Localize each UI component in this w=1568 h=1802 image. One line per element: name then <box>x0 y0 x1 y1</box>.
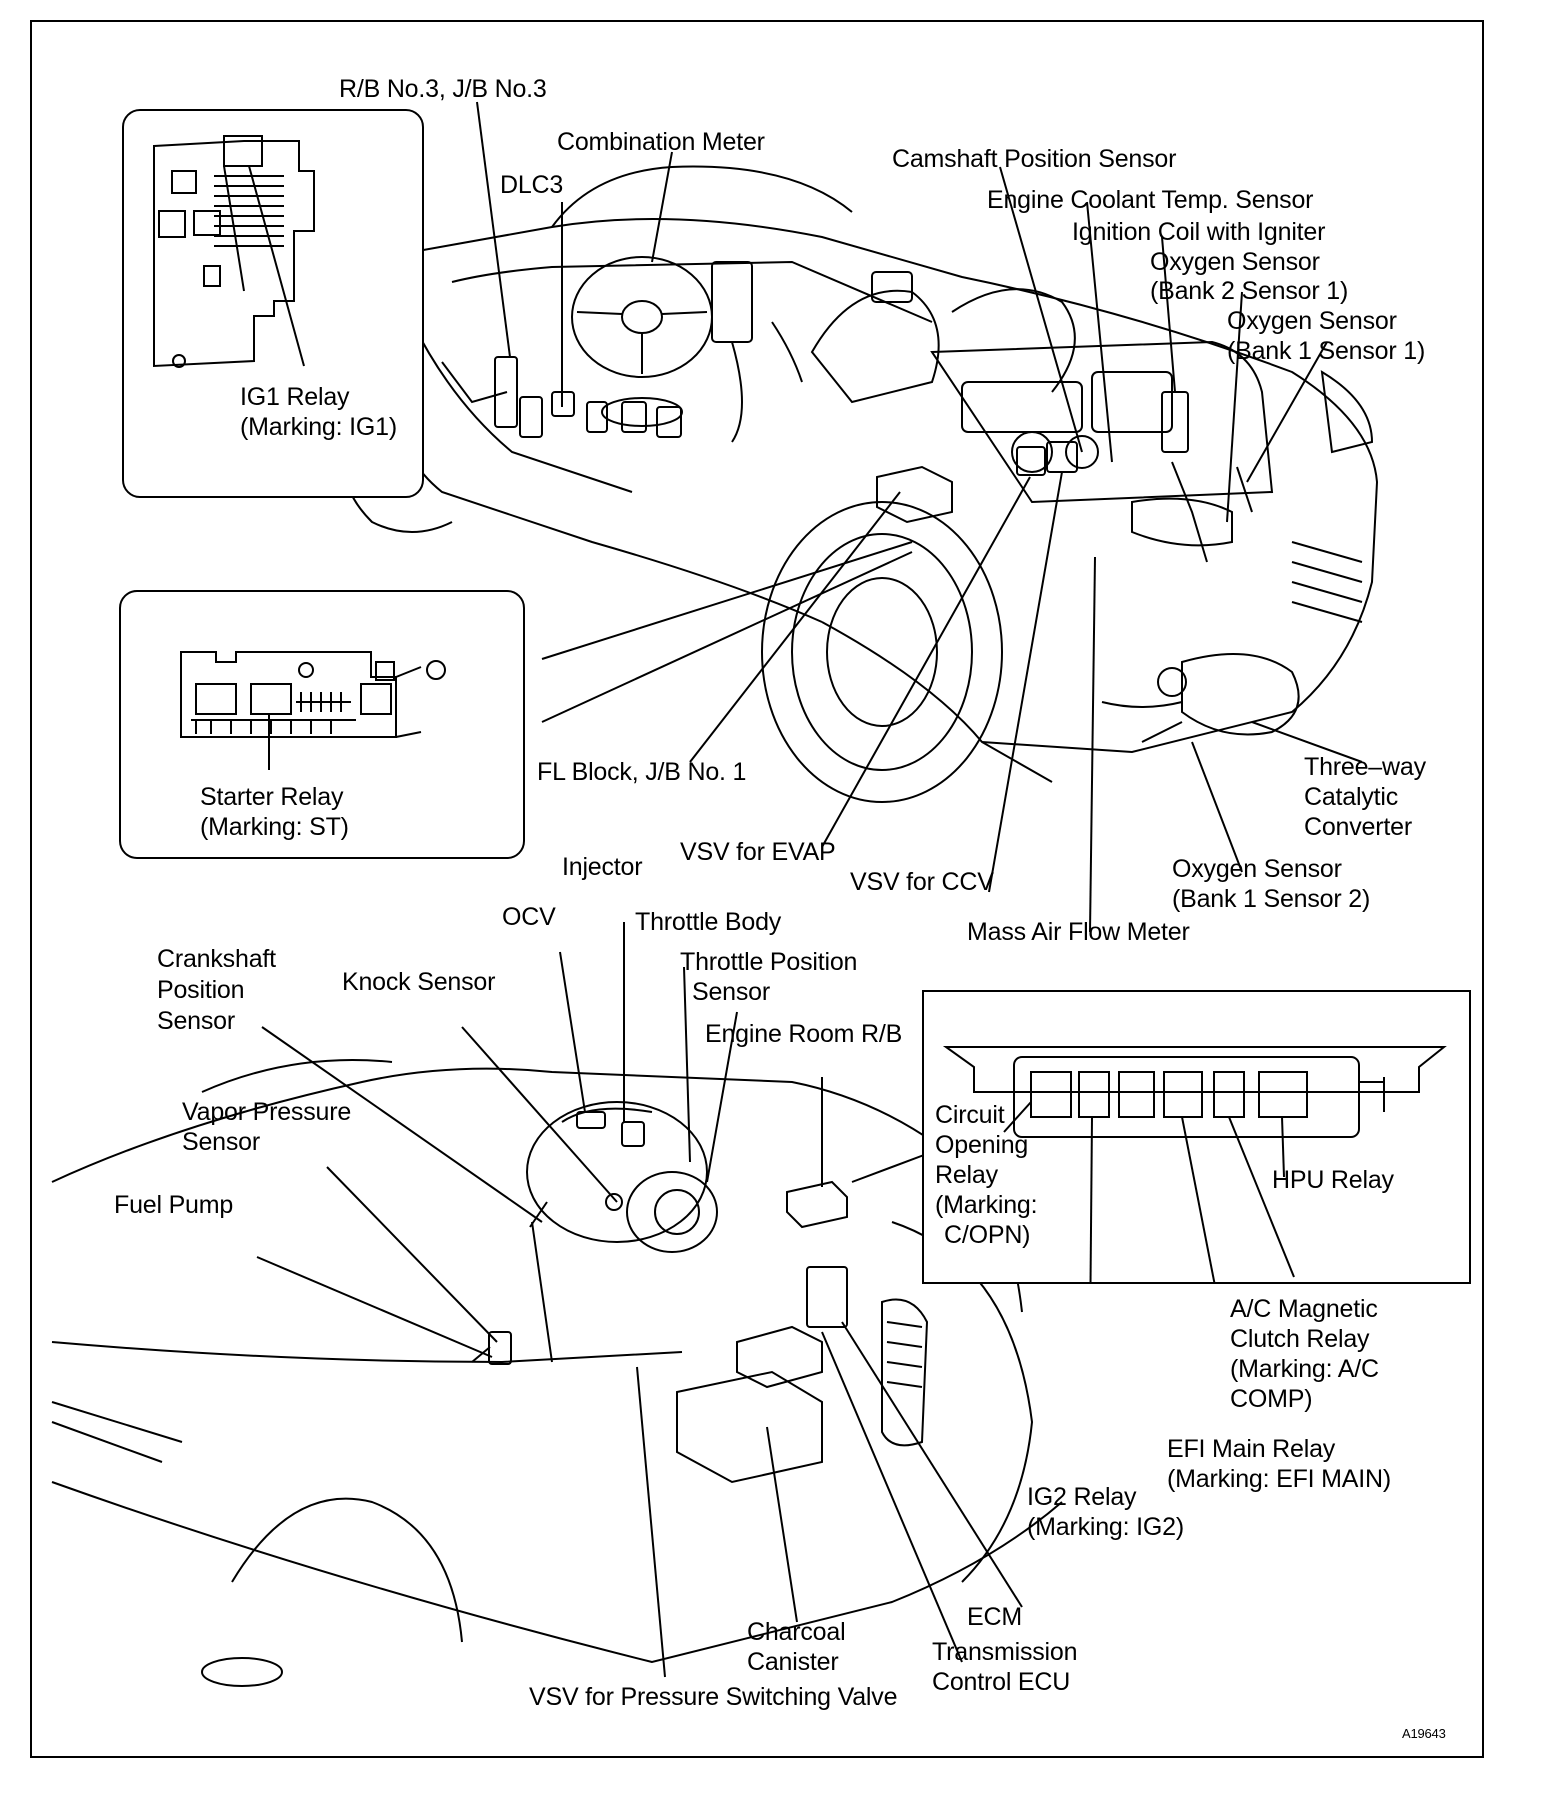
label-oxygen-b1s1-line1: Oxygen Sensor <box>1227 307 1397 335</box>
label-dlc3: DLC3 <box>500 171 564 199</box>
label-throttle-body: Throttle Body <box>635 908 782 936</box>
label-oxygen-b1s2-line1: Oxygen Sensor <box>1172 855 1342 883</box>
rb3-inset <box>122 109 424 498</box>
label-circuit-opening-line1: Circuit <box>935 1101 1005 1129</box>
component-location-diagram: R/B No.3, J/B No.3 Combination Meter DLC… <box>30 20 1484 1758</box>
label-camshaft-position-sensor: Camshaft Position Sensor <box>892 145 1177 173</box>
fl-block-inset-drawing <box>180 651 446 770</box>
label-crankshaft-line2: Position <box>157 976 245 1004</box>
label-hpu-relay: HPU Relay <box>1272 1166 1394 1194</box>
label-crankshaft-line1: Crankshaft <box>157 945 276 973</box>
label-engine-coolant-temp-sensor: Engine Coolant Temp. Sensor <box>987 186 1314 214</box>
label-starter-relay-line1: Starter Relay <box>200 783 344 811</box>
fl-block-inset <box>119 590 525 859</box>
label-vsv-ccv: VSV for CCV <box>850 868 994 896</box>
label-ig2-relay-line1: IG2 Relay <box>1027 1483 1137 1511</box>
label-three-way-line1: Three–way <box>1304 753 1426 781</box>
label-vapor-pressure-line2: Sensor <box>182 1128 261 1156</box>
engine-room-rb-inset <box>922 990 1471 1453</box>
label-efi-main-line1: EFI Main Relay <box>1167 1435 1336 1463</box>
label-charcoal-line2: Canister <box>747 1648 839 1676</box>
label-fuel-pump: Fuel Pump <box>114 1191 234 1219</box>
label-engine-room-rb: Engine Room R/B <box>705 1020 903 1048</box>
label-circuit-opening-line5: C/OPN) <box>944 1221 1031 1249</box>
label-oxygen-b1s1-line2: (Bank 1 Sensor 1) <box>1227 337 1426 365</box>
label-starter-relay-line2: (Marking: ST) <box>200 813 349 841</box>
label-knock-sensor: Knock Sensor <box>342 968 496 996</box>
label-transmission-line2: Control ECU <box>932 1668 1071 1696</box>
label-ocv: OCV <box>502 903 556 931</box>
label-injector: Injector <box>562 853 643 881</box>
label-ig2-relay-line2: (Marking: IG2) <box>1027 1513 1184 1541</box>
label-throttle-position-line2: Sensor <box>692 978 771 1006</box>
label-ac-magnetic-line2: Clutch Relay <box>1230 1325 1370 1353</box>
label-ac-magnetic-line4: COMP) <box>1230 1385 1313 1413</box>
label-oxygen-b2s1-line1: Oxygen Sensor <box>1150 248 1320 276</box>
label-vsv-pressure: VSV for Pressure Switching Valve <box>529 1683 898 1711</box>
label-oxygen-b2s1-line2: (Bank 2 Sensor 1) <box>1150 277 1349 305</box>
label-circuit-opening-line4: (Marking: <box>935 1191 1038 1219</box>
label-ig1-relay-line2: (Marking: IG1) <box>240 413 397 441</box>
rb3-inset-drawing <box>153 135 315 368</box>
label-combination-meter: Combination Meter <box>557 128 765 156</box>
label-crankshaft-line3: Sensor <box>157 1007 236 1035</box>
label-efi-main-line2: (Marking: EFI MAIN) <box>1167 1465 1391 1493</box>
label-circuit-opening-line2: Opening <box>935 1131 1029 1159</box>
label-ignition-coil: Ignition Coil with Igniter <box>1072 218 1326 246</box>
label-ig1-relay-line1: IG1 Relay <box>240 383 350 411</box>
label-transmission-line1: Transmission <box>932 1638 1078 1666</box>
label-vapor-pressure-line1: Vapor Pressure <box>182 1098 352 1126</box>
label-oxygen-b1s2-line2: (Bank 1 Sensor 2) <box>1172 885 1371 913</box>
label-ac-magnetic-line1: A/C Magnetic <box>1230 1295 1378 1323</box>
label-three-way-line3: Converter <box>1304 813 1412 841</box>
label-ecm: ECM <box>967 1603 1022 1631</box>
label-fl-block: FL Block, J/B No. 1 <box>537 758 747 786</box>
label-throttle-position-line1: Throttle Position <box>680 948 858 976</box>
label-circuit-opening-line3: Relay <box>935 1161 998 1189</box>
label-mass-air-flow-meter: Mass Air Flow Meter <box>967 918 1190 946</box>
label-vsv-evap: VSV for EVAP <box>680 838 836 866</box>
figure-code: A19643 <box>1402 1726 1446 1741</box>
label-ac-magnetic-line3: (Marking: A/C <box>1230 1355 1379 1383</box>
label-charcoal-line1: Charcoal <box>747 1618 846 1646</box>
label-three-way-line2: Catalytic <box>1304 783 1399 811</box>
label-rb3-jb3: R/B No.3, J/B No.3 <box>339 75 547 103</box>
